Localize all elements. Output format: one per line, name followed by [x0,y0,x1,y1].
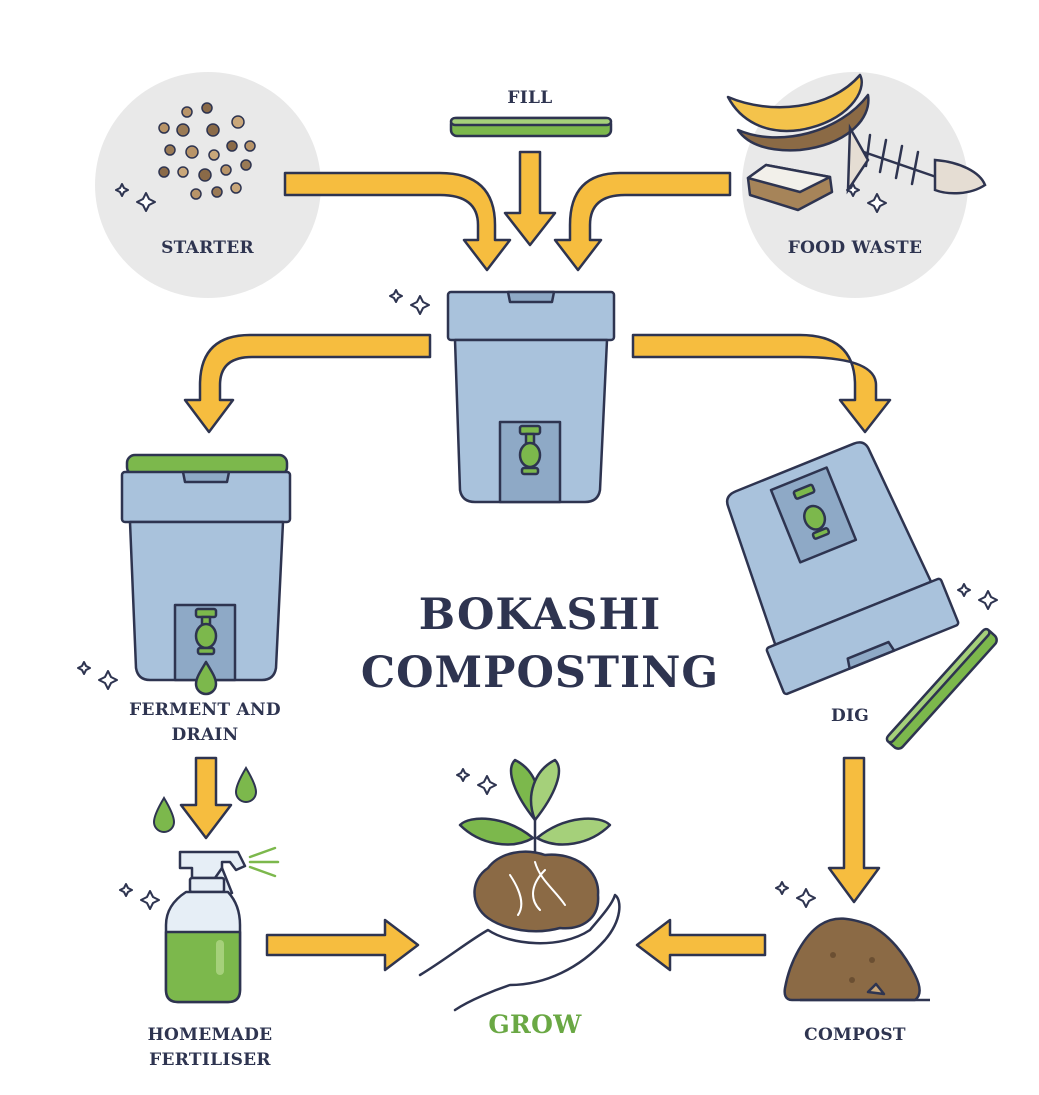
bread-icon [746,163,834,212]
arrow-foodwaste-to-bucket [553,171,732,272]
arrow-starter-to-bucket [283,171,512,272]
starter-circle [95,72,321,298]
sparkle-icon [957,583,971,597]
label-grow: GROW [488,1010,582,1039]
label-fill: FILL [507,88,553,108]
sparkle-icon [978,590,998,610]
sparkle-icon [477,775,497,795]
label-ferment-line2: DRAIN [171,725,239,745]
sparkle-icon [119,883,133,897]
sparkle-icon [796,888,816,908]
label-fertiliser-line1: HOMEMADE [147,1025,273,1045]
page-title-line1: BOKASHI [418,590,662,640]
sparkle-icon [77,661,91,675]
fish-bone-icon [846,123,987,195]
arrow-to-compost [827,756,881,904]
label-ferment-line1: FERMENT AND [129,700,281,720]
tilted-bucket-icon [725,441,960,696]
banana-icon [726,73,870,152]
arrow-fertiliser-to-grow [265,918,420,972]
arrow-compost-to-grow [635,918,767,972]
center-bucket-icon [446,290,616,504]
arrow-to-ferment [183,333,432,434]
page-title-line2: COMPOSTING [360,648,720,698]
arrow-to-fertiliser [179,756,233,840]
hand-plant-icon [418,758,621,1012]
label-compost: COMPOST [804,1025,906,1045]
sparkle-icon [140,890,160,910]
drops-icon [152,766,258,833]
ferment-bucket-icon [120,453,292,696]
falling-lid-icon [885,627,998,750]
label-starter: STARTER [161,238,254,258]
label-food-waste: FOOD WASTE [787,238,923,258]
sparkle-icon [389,289,403,303]
sparkle-icon [410,295,430,315]
arrow-to-dig [631,333,892,434]
label-dig: DIG [830,706,870,726]
label-fertiliser-line2: FERTILISER [149,1050,271,1070]
starter-seeds-icon [158,102,256,200]
process-arrows [179,150,892,972]
sparkle-icon [456,768,470,782]
compost-pile-icon [783,917,930,1002]
sparkle-icon [98,670,118,690]
spray-bottle-icon [164,846,280,1004]
arrow-fill-to-bucket [503,150,557,247]
lid-icon [449,116,613,138]
sparkle-icon [775,881,789,895]
